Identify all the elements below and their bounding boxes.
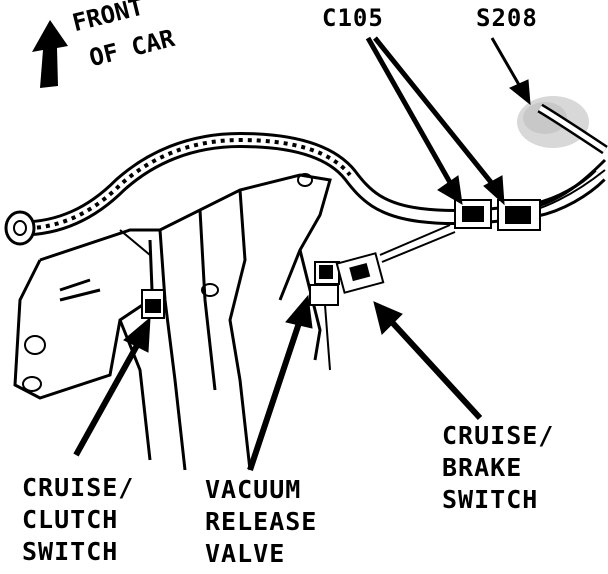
callout-arrows: [73, 36, 531, 471]
grommet: [4, 210, 36, 246]
front-arrow: [32, 20, 68, 88]
cruise-brake-switch-label: CRUISE/ BRAKE SWITCH: [442, 420, 554, 516]
vacuum-line2: RELEASE: [205, 507, 318, 536]
cruise-brake-line3: SWITCH: [442, 485, 539, 514]
brake-switch: [335, 224, 456, 294]
cruise-brake-line1: CRUISE/: [442, 421, 555, 450]
cruise-clutch-line2: CLUTCH: [22, 505, 119, 534]
connector-c105: [454, 199, 541, 231]
clutch-switch: [119, 229, 165, 319]
cruise-clutch-line1: CRUISE/: [22, 473, 135, 502]
cruise-brake-line2: BRAKE: [442, 453, 523, 482]
vacuum-valve: [309, 261, 340, 371]
mounting-bracket: [13, 173, 332, 471]
c105-label: C105: [322, 4, 384, 32]
cruise-clutch-line3: SWITCH: [22, 537, 119, 566]
vacuum-line1: VACUUM: [205, 475, 302, 504]
cruise-clutch-switch-label: CRUISE/ CLUTCH SWITCH: [22, 472, 134, 568]
s208-label: S208: [476, 4, 538, 32]
vacuum-release-valve-label: VACUUM RELEASE VALVE: [205, 474, 317, 570]
vacuum-line3: VALVE: [205, 539, 286, 568]
